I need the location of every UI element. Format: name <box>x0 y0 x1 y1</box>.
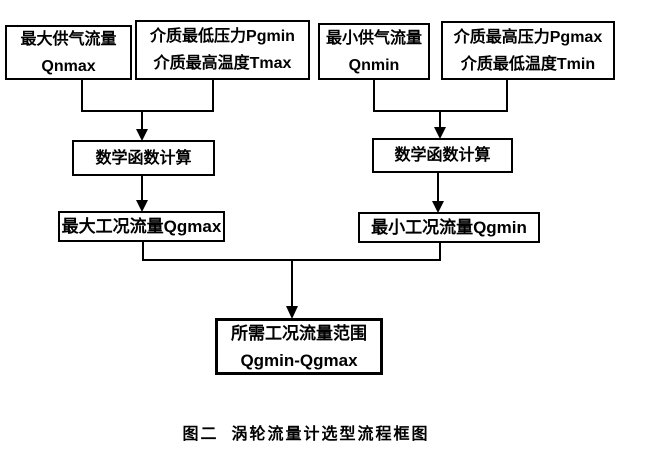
merge-right-top-connector <box>373 80 508 139</box>
flow-box-min-pressure-max-temp: 介质最低压力Pgmin 介质最高温度Tmax <box>135 20 310 80</box>
merge-bottom-connector <box>142 242 441 319</box>
arrowhead <box>286 306 298 319</box>
figure-caption: 图二 涡轮流量计选型流程框图 <box>182 426 430 443</box>
arrowhead <box>434 127 446 139</box>
flow-box-required-flow-range: 所需工况流量范围 Qgmin-Qgmax <box>215 318 383 375</box>
flow-box-math-calc-right: 数学函数计算 <box>372 138 513 173</box>
merge-left-top-connector <box>81 80 214 141</box>
flow-box-min-operating-flow: 最小工况流量Qgmin <box>358 212 540 243</box>
flow-box-label-line1: 最大供气流量 <box>20 30 117 48</box>
flow-box-label-line2: Qnmax <box>41 57 96 75</box>
flow-box-label-line2: Qgmin-Qgmax <box>240 350 358 370</box>
flow-box-label-line1: 介质最低压力Pgmin <box>150 28 295 45</box>
flow-box-label: 数学函数计算 <box>95 149 192 167</box>
flow-box-label-line2: 介质最高温度Tmax <box>153 55 292 72</box>
flow-box-label: 最大工况流量Qgmax <box>61 217 222 236</box>
flow-box-label-line2: 介质最低温度Tmin <box>460 55 596 73</box>
calc-right-to-qgmin-connector <box>432 173 444 213</box>
flow-box-label-line2: Qnmin <box>348 56 400 74</box>
arrowhead <box>136 200 148 212</box>
flow-box-min-supply-flow: 最小供气流量 Qnmin <box>318 23 430 80</box>
flow-box-label: 数学函数计算 <box>394 147 491 164</box>
flow-box-label-line1: 最小供气流量 <box>325 29 422 47</box>
arrowhead <box>136 129 148 141</box>
calc-left-to-qgmax-connector <box>136 176 148 212</box>
arrowhead <box>432 201 444 213</box>
flow-box-label: 最小工况流量Qgmin <box>371 218 527 237</box>
flow-box-max-operating-flow: 最大工况流量Qgmax <box>58 211 225 242</box>
flow-box-label-line1: 介质最高压力Pgmax <box>453 28 603 46</box>
flow-box-math-calc-left: 数学函数计算 <box>72 140 215 176</box>
flow-box-max-supply-flow: 最大供气流量 Qnmax <box>5 25 132 80</box>
flow-box-max-pressure-min-temp: 介质最高压力Pgmax 介质最低温度Tmin <box>441 21 615 80</box>
flow-box-label-line1: 所需工况流量范围 <box>231 323 367 343</box>
